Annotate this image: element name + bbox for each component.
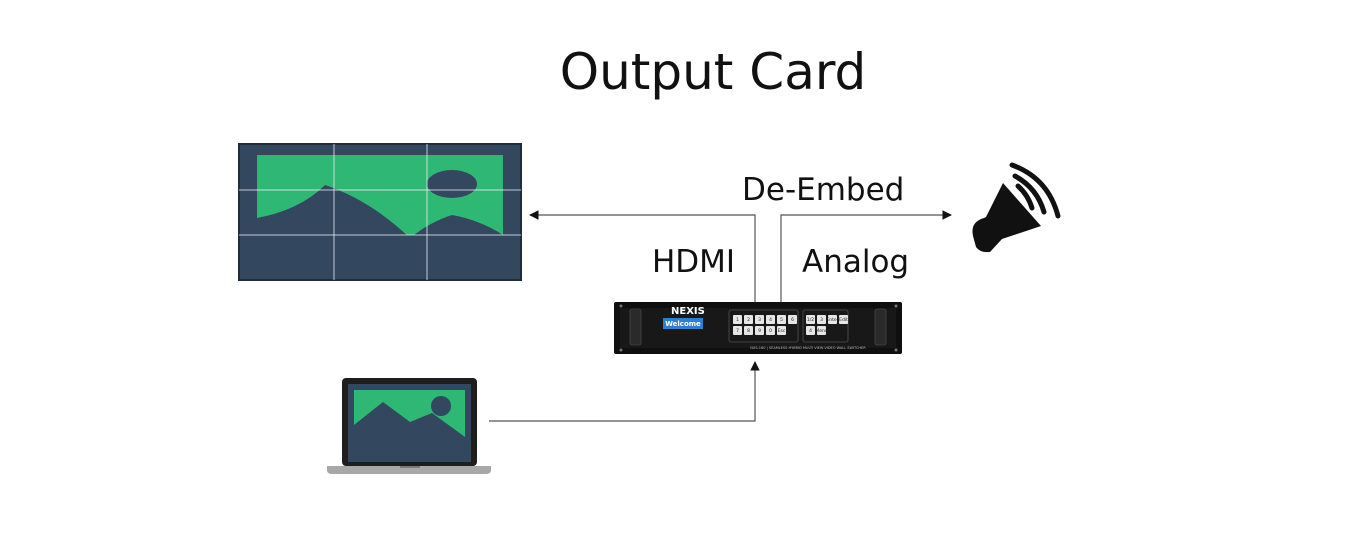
input-key-label: 3 — [758, 317, 761, 323]
de-embed-label: De-Embed — [742, 172, 904, 208]
input-key-label: 4 — [769, 317, 772, 323]
output-key: Edit — [839, 315, 848, 324]
output-key: 3 — [817, 315, 826, 324]
input-key-label: 7 — [736, 328, 739, 334]
input-key: 2 — [744, 315, 753, 324]
device-panel-caption: NXS-160 | SEAMLESS HYBRID MULTI VIEW VID… — [750, 346, 866, 350]
input-key: 0 — [766, 326, 775, 335]
connection-lines — [489, 210, 952, 422]
input-key: 6 — [788, 315, 797, 324]
output-key: Menu — [815, 326, 828, 335]
input-key-label: Esc — [778, 328, 786, 334]
laptop-input-line — [489, 361, 760, 422]
device-brand: NEXIS — [671, 306, 705, 317]
output-key-label: Menu — [815, 328, 828, 334]
output-key-label: Enter — [826, 317, 838, 323]
input-key-label: 2 — [747, 317, 750, 323]
input-key: 4 — [766, 315, 775, 324]
input-key: Esc — [777, 326, 786, 335]
analog-output-line — [780, 210, 952, 302]
diagram-title: Output Card — [560, 43, 867, 101]
output-key-label: Edit — [839, 317, 848, 323]
video-wall-display-icon — [238, 143, 522, 281]
laptop-icon — [327, 378, 491, 474]
output-key-label: 1/2 — [807, 317, 814, 323]
input-key: 5 — [777, 315, 786, 324]
input-keypad: 1 2 3 4 5 6 7 8 9 0 Esc — [733, 315, 797, 335]
output-key: 1/2 — [806, 315, 815, 324]
hdmi-output-line — [529, 210, 756, 302]
output-key: 4 — [806, 326, 815, 335]
output-key-label: 3 — [820, 317, 823, 323]
input-key-label: 9 — [758, 328, 761, 334]
input-key: 7 — [733, 326, 742, 335]
input-key-label: 0 — [769, 328, 772, 334]
device-lcd-text: Welcome — [665, 320, 701, 328]
speaker-icon — [972, 162, 1061, 253]
input-key-label: 5 — [780, 317, 783, 323]
input-key-label: 8 — [747, 328, 750, 334]
input-key: 9 — [755, 326, 764, 335]
input-key-label: 1 — [736, 317, 739, 323]
hdmi-label: HDMI — [652, 244, 735, 280]
input-key: 3 — [755, 315, 764, 324]
input-key: 1 — [733, 315, 742, 324]
output-key-label: 4 — [809, 328, 812, 334]
input-key-label: 6 — [791, 317, 794, 323]
output-key: Enter — [826, 315, 839, 324]
input-key: 8 — [744, 326, 753, 335]
analog-label: Analog — [802, 244, 909, 280]
